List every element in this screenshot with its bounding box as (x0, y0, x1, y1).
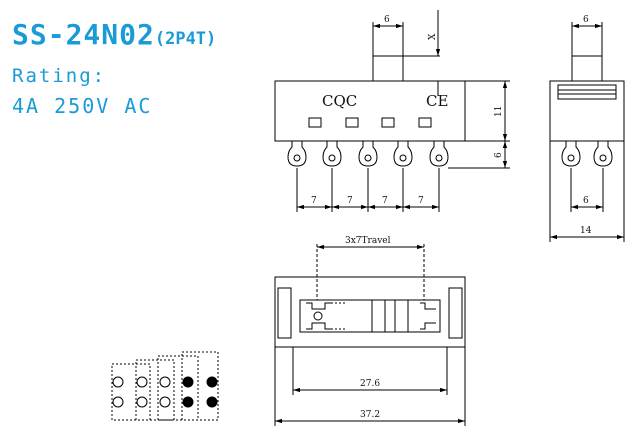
top-view (274, 244, 466, 426)
dim-travel: 3x7Travel (345, 236, 391, 246)
front-view (274, 10, 510, 212)
dim-actuator-height-x: X (428, 33, 438, 40)
front-slot (381, 117, 395, 128)
pole-throw-config: (2P4T) (154, 29, 217, 49)
ce-marking: CE (426, 92, 448, 110)
dim-body-height: 11 (494, 106, 504, 117)
dim-pitch-3: 7 (382, 196, 388, 206)
side-view (549, 22, 625, 242)
side-actuator (571, 55, 603, 82)
top-slider-track (299, 299, 441, 333)
rating-value: 4A 250V AC (12, 94, 153, 118)
front-body (274, 80, 466, 142)
dim-pitch-4: 7 (418, 196, 424, 206)
dim-mounting: 27.6 (360, 379, 380, 389)
dim-front-actuator-width: 6 (384, 15, 390, 25)
dim-overall-length: 37.2 (360, 410, 380, 420)
front-actuator (372, 55, 404, 82)
model-number: SS-24N02 (12, 18, 155, 51)
front-slot (345, 117, 359, 128)
side-detail (557, 84, 617, 100)
dim-side-depth: 14 (580, 226, 592, 236)
rating-label: Rating: (12, 65, 107, 87)
model-title: SS-24N02(2P4T) (12, 18, 216, 51)
dim-pitch-1: 7 (311, 196, 317, 206)
dim-side-terminal-spacing: 6 (583, 196, 589, 206)
dim-terminal-length: 6 (494, 152, 504, 158)
dim-pitch-2: 7 (347, 196, 353, 206)
top-body (274, 276, 466, 348)
top-slider-knob (371, 299, 409, 333)
circuit-schematic (111, 351, 219, 421)
front-terminals (287, 141, 449, 167)
cqc-marking: CQC (322, 92, 357, 110)
front-slot (308, 117, 322, 128)
dim-side-actuator-width: 6 (583, 15, 589, 25)
front-slot (418, 117, 432, 128)
